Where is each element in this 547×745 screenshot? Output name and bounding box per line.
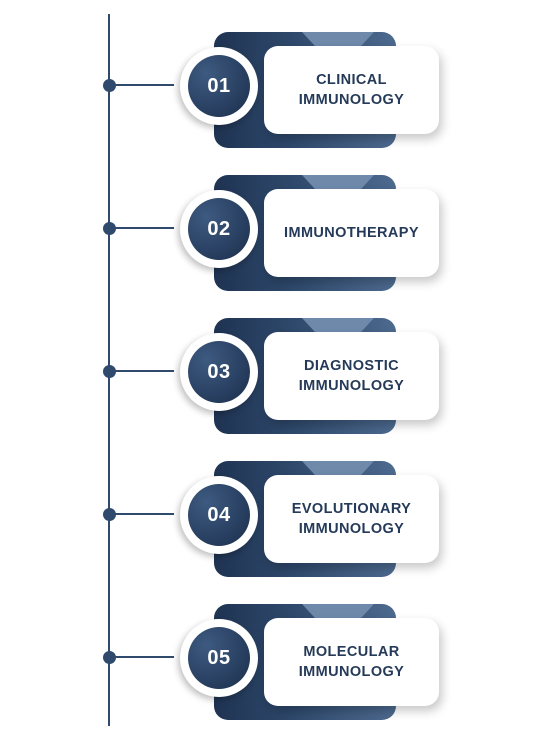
step-05: MOLECULAR IMMUNOLOGY 05 (0, 604, 547, 724)
number-badge: 03 (188, 341, 250, 403)
step-04: EVOLUTIONARY IMMUNOLOGY 04 (0, 461, 547, 581)
connector-line (110, 227, 174, 229)
step-02: IMMUNOTHERAPY 02 (0, 175, 547, 295)
connector-line (110, 370, 174, 372)
step-notch (302, 175, 374, 189)
step-card: CLINICAL IMMUNOLOGY (264, 46, 439, 134)
step-notch (302, 318, 374, 332)
step-number: 02 (207, 217, 231, 240)
step-number: 04 (207, 503, 231, 526)
step-label: DIAGNOSTIC IMMUNOLOGY (298, 358, 405, 394)
step-number: 01 (207, 74, 231, 97)
step-03: DIAGNOSTIC IMMUNOLOGY 03 (0, 318, 547, 438)
connector-line (110, 513, 174, 515)
number-badge: 04 (188, 484, 250, 546)
timeline-dot (103, 365, 116, 378)
step-01: CLINICAL IMMUNOLOGY 01 (0, 32, 547, 152)
timeline-dot (103, 508, 116, 521)
step-card: MOLECULAR IMMUNOLOGY (264, 618, 439, 706)
step-label: CLINICAL IMMUNOLOGY (298, 72, 405, 108)
step-label: EVOLUTIONARY IMMUNOLOGY (291, 501, 412, 537)
number-badge: 05 (188, 627, 250, 689)
step-notch (302, 461, 374, 475)
step-notch (302, 604, 374, 618)
step-notch (302, 32, 374, 46)
number-badge: 01 (188, 55, 250, 117)
connector-line (110, 84, 174, 86)
step-label: MOLECULAR IMMUNOLOGY (298, 644, 405, 680)
timeline-dot (103, 79, 116, 92)
number-badge: 02 (188, 198, 250, 260)
timeline-dot (103, 222, 116, 235)
step-card: DIAGNOSTIC IMMUNOLOGY (264, 332, 439, 420)
timeline-dot (103, 651, 116, 664)
step-card: IMMUNOTHERAPY (264, 189, 439, 277)
step-number: 05 (207, 646, 231, 669)
step-label: IMMUNOTHERAPY (284, 225, 419, 241)
connector-line (110, 656, 174, 658)
step-number: 03 (207, 360, 231, 383)
step-card: EVOLUTIONARY IMMUNOLOGY (264, 475, 439, 563)
